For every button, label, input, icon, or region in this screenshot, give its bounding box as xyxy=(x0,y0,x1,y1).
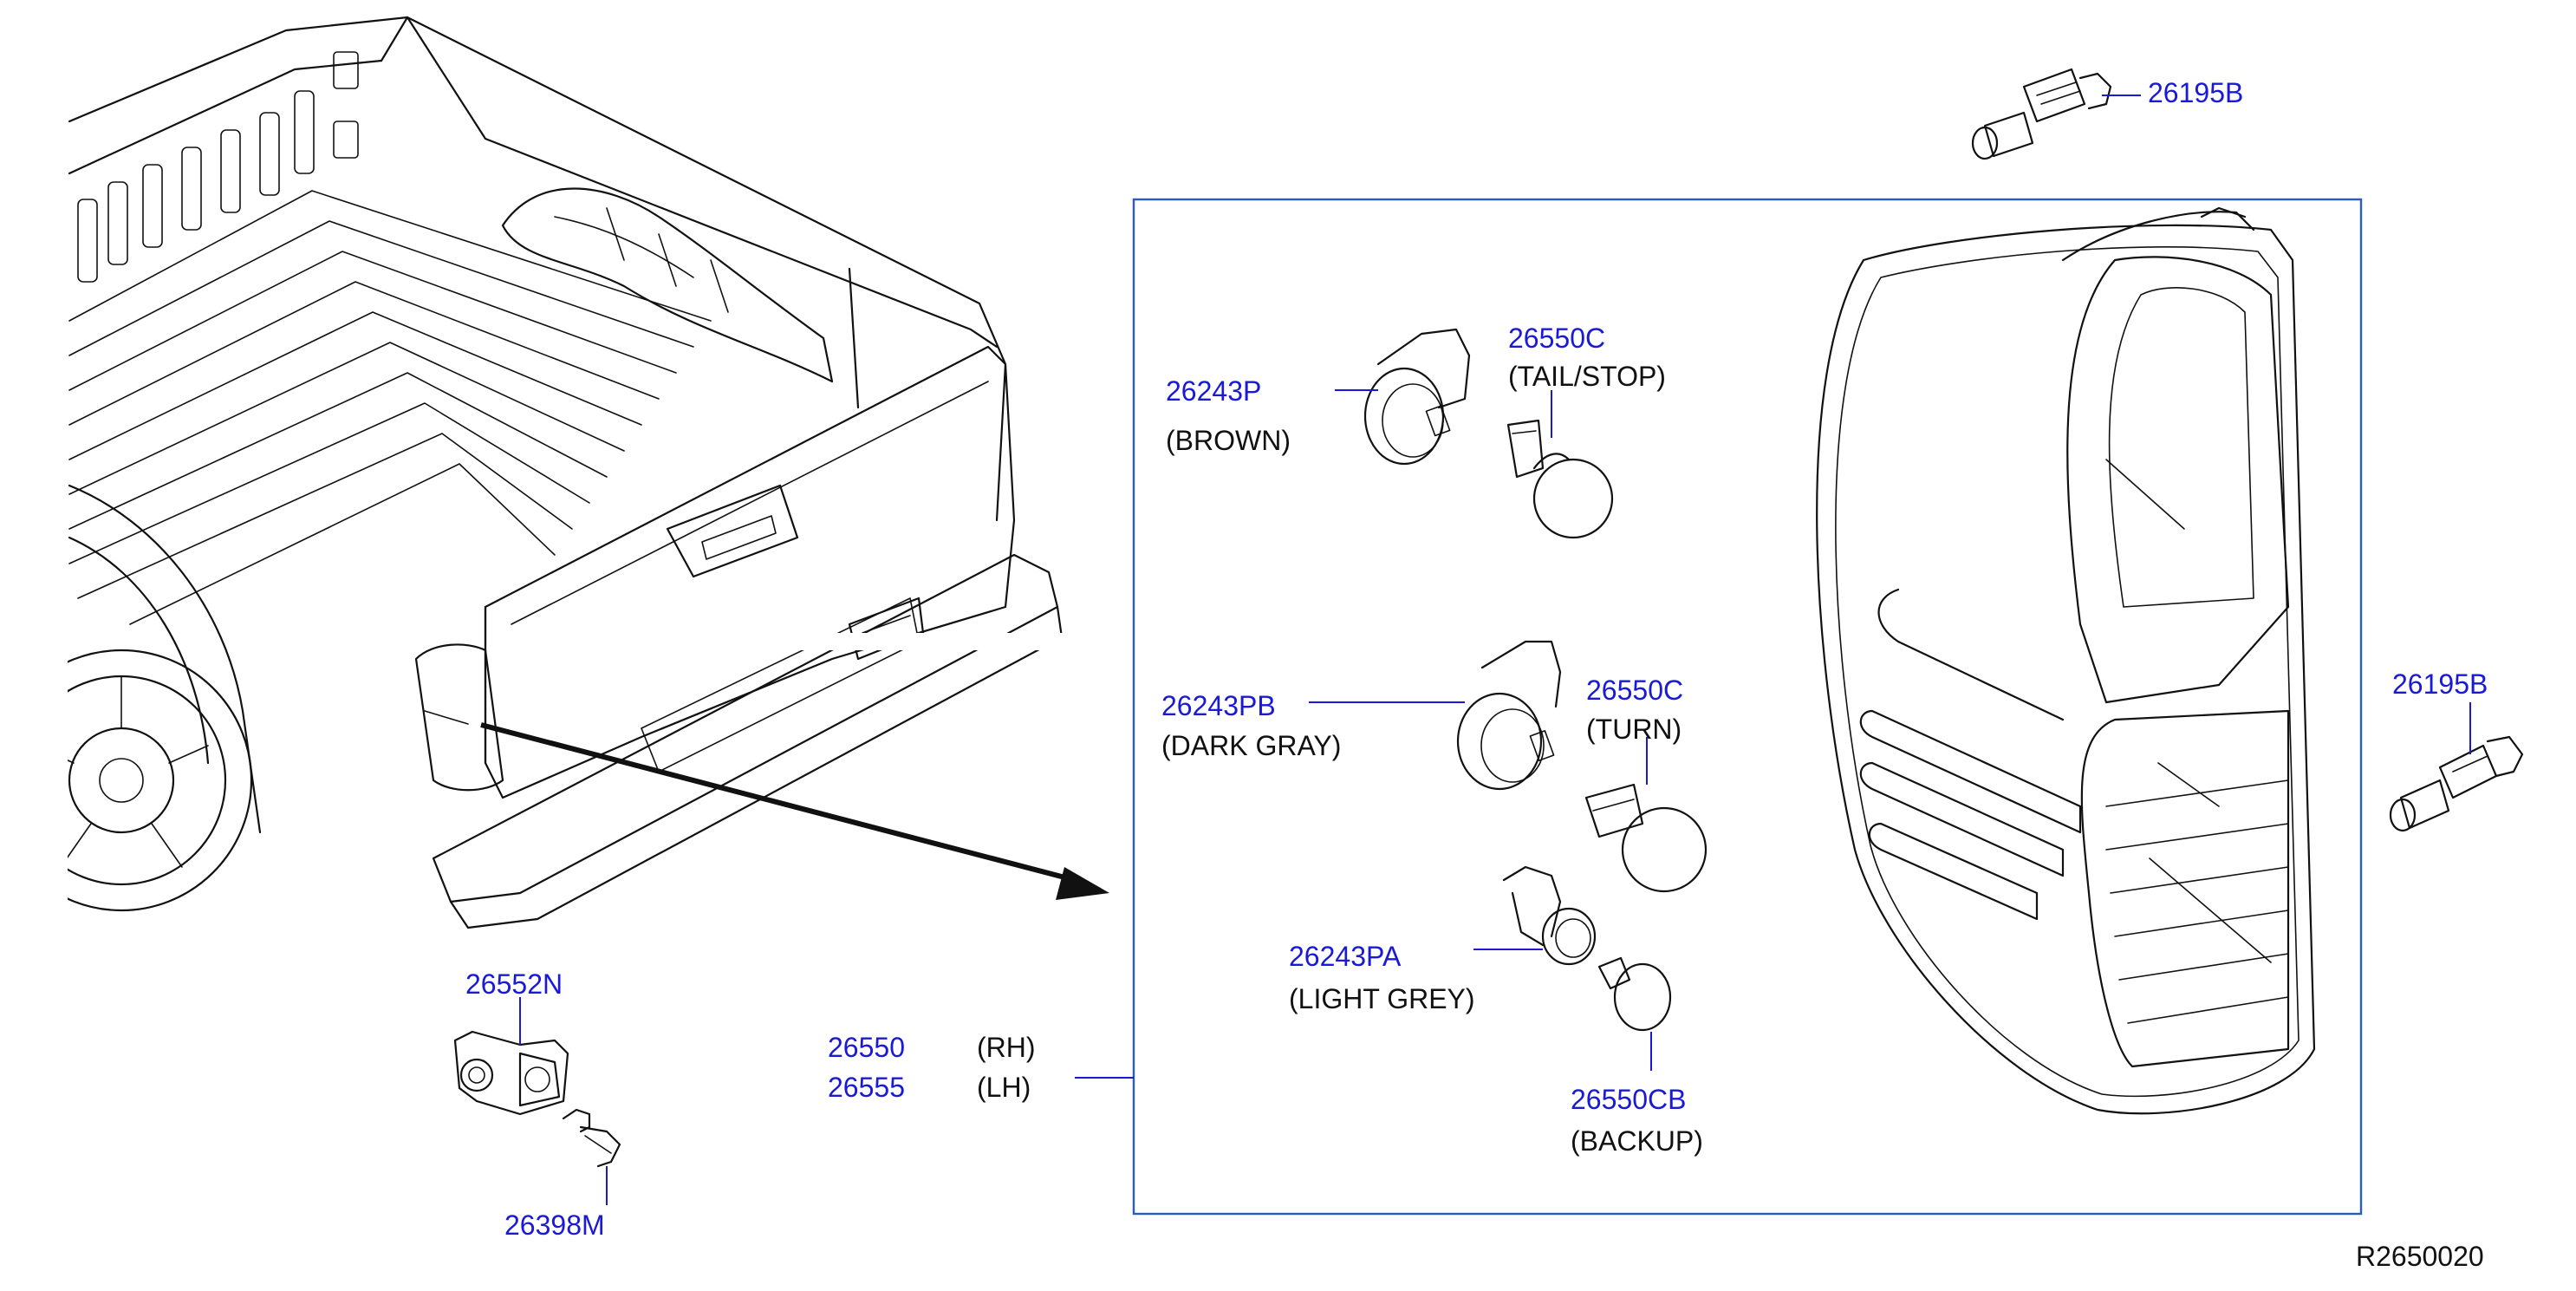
label-bulb-turn: 26550C xyxy=(1586,675,1683,706)
label-bolt-top: 26195B xyxy=(2148,77,2243,108)
bolt-right xyxy=(2389,735,2524,832)
label-lamp-rh-side: (RH) xyxy=(977,1032,1036,1063)
bulb-tail xyxy=(1506,419,1614,539)
label-socket-turn-color: (DARK GRAY) xyxy=(1161,730,1341,761)
tail-lamp-assembly xyxy=(1816,206,2316,1115)
callout-arrow xyxy=(480,722,1109,900)
scan-gap-band xyxy=(693,633,2514,650)
label-bulb-tail: 26550C xyxy=(1508,323,1605,354)
label-socket-tail-color: (BROWN) xyxy=(1166,425,1291,456)
label-bulb-turn-desc: (TURN) xyxy=(1586,714,1682,745)
label-socket-turn: 26243PB xyxy=(1161,690,1276,721)
label-bulb-tail-desc: (TAIL/STOP) xyxy=(1508,361,1666,392)
label-bracket: 26552N xyxy=(465,968,563,1000)
bracket-part xyxy=(453,1030,569,1116)
bolt-top xyxy=(1971,68,2112,160)
small-bulb-part xyxy=(562,1108,621,1168)
label-lamp-rh: 26550 xyxy=(828,1032,905,1063)
assembly-frame xyxy=(1132,198,2363,1216)
leader-lines xyxy=(519,95,2471,1205)
label-bolt-right: 26195B xyxy=(2392,668,2488,700)
scan-gap-band-2 xyxy=(1421,659,2548,671)
label-bulb-backup: 26550CB xyxy=(1571,1084,1686,1115)
socket-backup xyxy=(1502,865,1597,966)
label-lamp-lh-side: (LH) xyxy=(977,1072,1031,1103)
label-bulb-backup-desc: (BACKUP) xyxy=(1571,1125,1703,1157)
socket-turn xyxy=(1456,640,1562,791)
label-small-bulb: 26398M xyxy=(504,1209,605,1241)
socket-tail xyxy=(1363,328,1471,466)
diagram-code: R2650020 xyxy=(2356,1241,2484,1272)
labels: 26195B 26550C (TAIL/STOP) 26243P (BROWN)… xyxy=(465,77,2488,1272)
truck-bed-illustration xyxy=(0,0,1064,954)
label-socket-backup-color: (LIGHT GREY) xyxy=(1289,983,1475,1014)
label-socket-backup: 26243PA xyxy=(1289,941,1402,972)
label-lamp-lh: 26555 xyxy=(828,1072,905,1103)
bulb-backup xyxy=(1597,956,1672,1032)
label-socket-tail: 26243P xyxy=(1166,375,1261,407)
bulb-turn xyxy=(1584,783,1708,893)
